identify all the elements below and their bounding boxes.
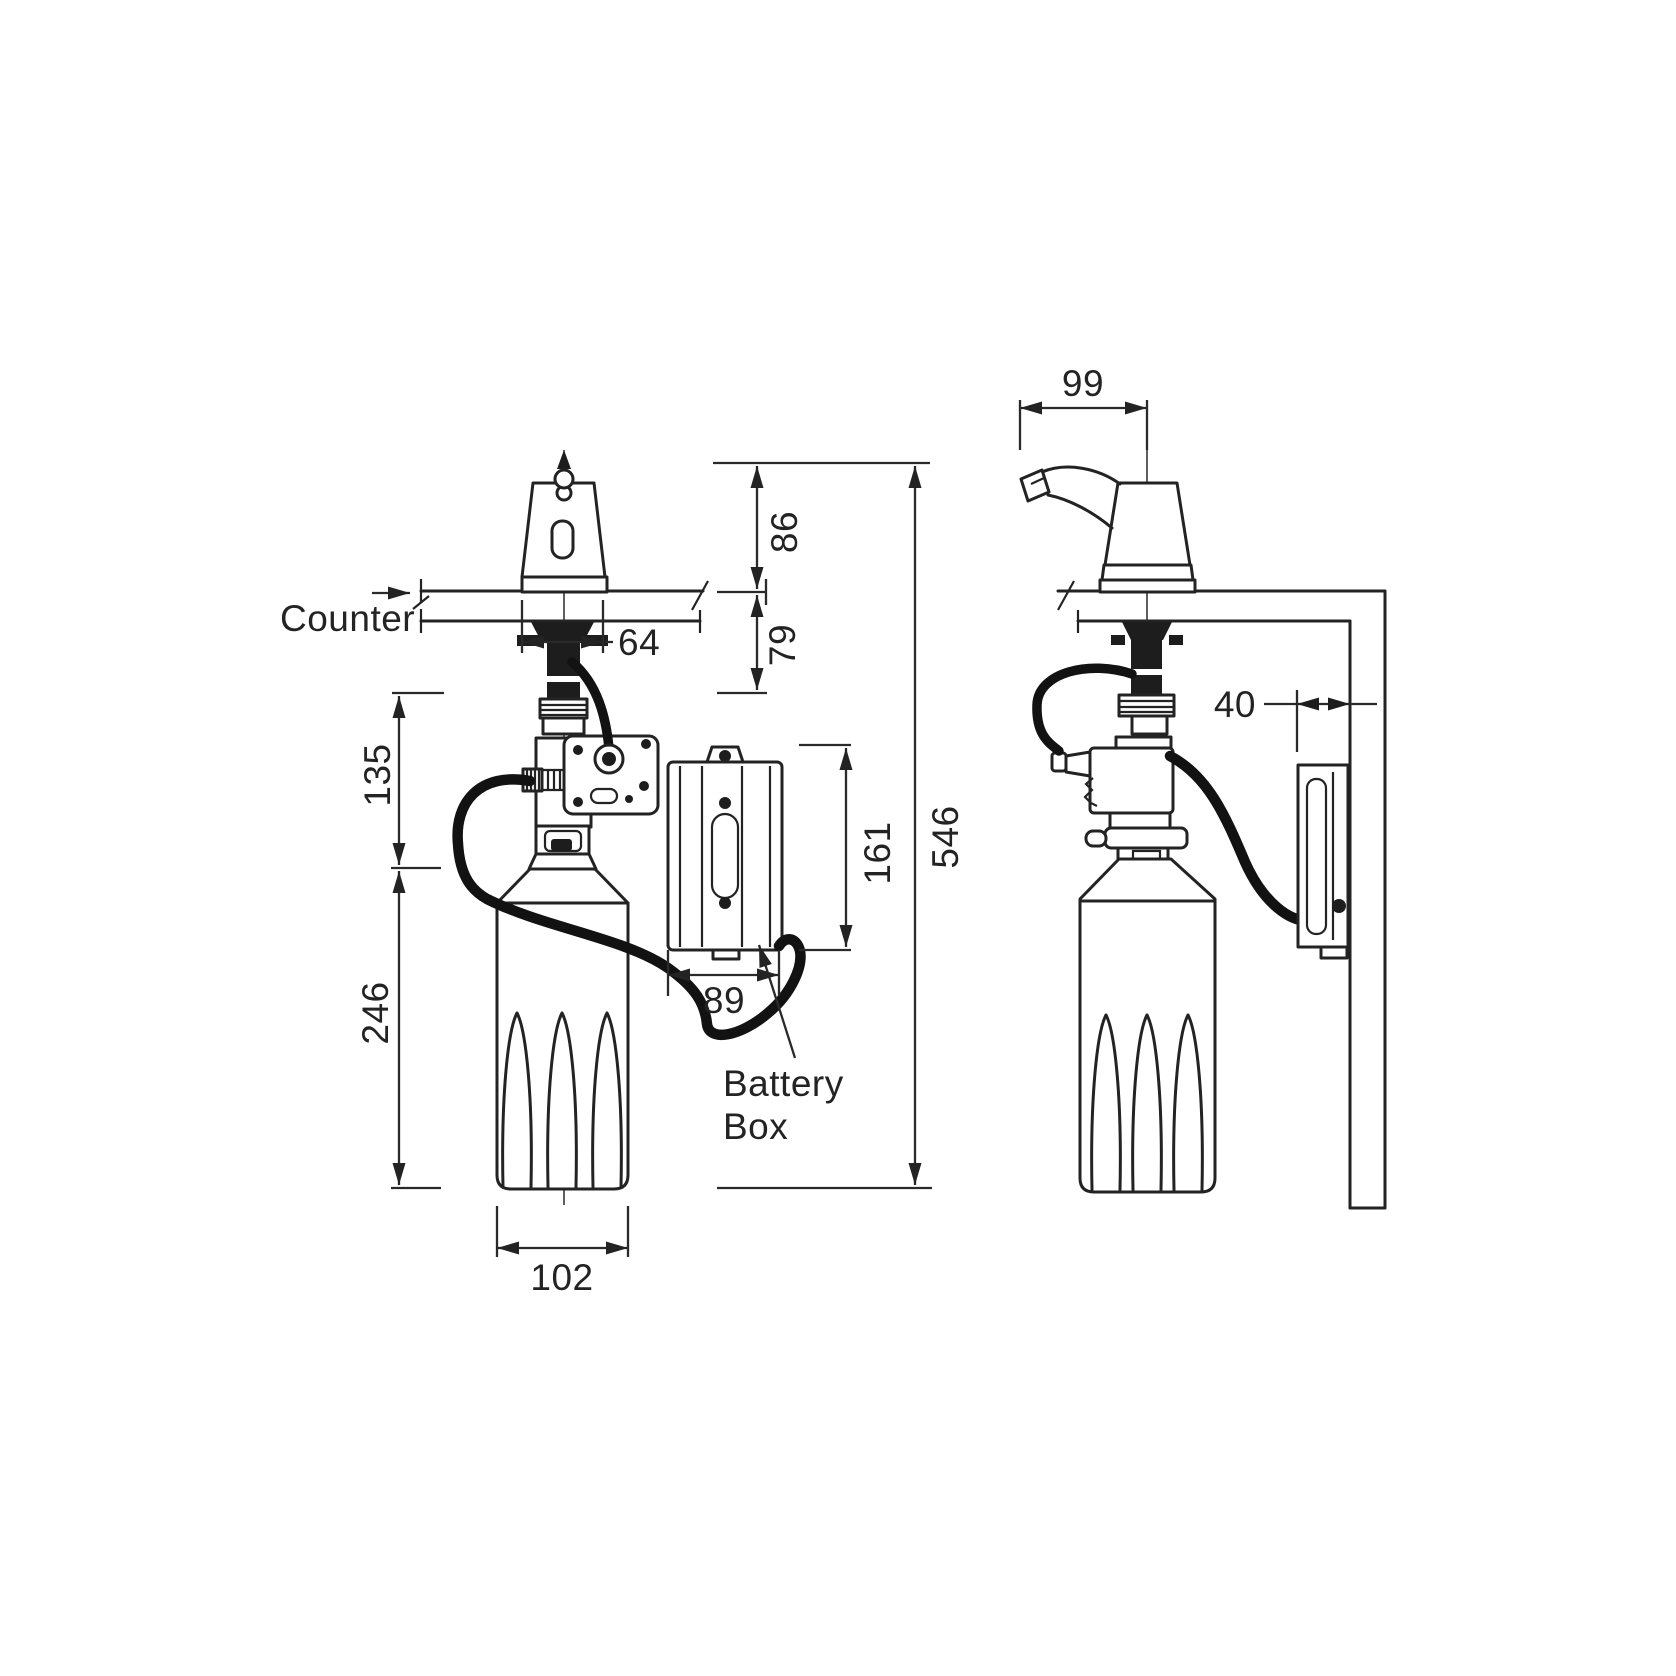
sensor-cable xyxy=(567,657,614,753)
counter-side xyxy=(1056,580,1387,1210)
bottle-flute xyxy=(1172,1013,1204,1192)
dim-40: 40 xyxy=(1214,684,1256,725)
bottle-flute xyxy=(1131,1013,1163,1192)
battery-box-label-line2: Box xyxy=(723,1106,788,1147)
spray-nozzle xyxy=(1064,750,1092,778)
spout-outlet xyxy=(1019,468,1051,503)
battery-box-side xyxy=(1296,763,1350,960)
soap-bottle-front xyxy=(495,824,630,1191)
side-view: 99 40 xyxy=(1018,363,1387,1210)
battery-box-label-group: Battery Box xyxy=(723,944,844,1147)
dim-161: 161 xyxy=(857,821,898,884)
battery-box-front xyxy=(666,745,784,961)
battery-box-leader-arrow xyxy=(757,944,797,1059)
sensor-cable-loop-side xyxy=(1032,663,1137,756)
bottle-flute xyxy=(546,1011,578,1189)
bottle-flute xyxy=(591,1011,623,1189)
dim-546: 546 xyxy=(925,805,966,868)
dim-89: 89 xyxy=(703,980,745,1021)
battery-box-label-line1: Battery xyxy=(723,1063,844,1104)
dispenser-head-side xyxy=(1019,465,1197,594)
under-counter-assembly-front xyxy=(517,622,660,829)
dispenser-head-front xyxy=(520,450,609,594)
soap-bottle-side xyxy=(1078,846,1217,1194)
dimensions-front: 86 79 546 135 246 64 102 xyxy=(355,461,966,1298)
bottle-flute xyxy=(1090,1013,1122,1192)
dim-135: 135 xyxy=(357,743,398,806)
dim-102: 102 xyxy=(530,1257,593,1298)
dimensions-side: 99 40 xyxy=(1018,363,1377,752)
sensor-window xyxy=(550,519,575,560)
dim-246: 246 xyxy=(355,981,396,1044)
dim-64: 64 xyxy=(618,622,660,663)
valve-body-side xyxy=(1088,746,1175,815)
dim-86: 86 xyxy=(764,511,805,553)
spout-side xyxy=(1040,465,1122,486)
cable-gland xyxy=(1332,899,1346,913)
bottle-flute xyxy=(501,1011,533,1189)
counter-label: Counter xyxy=(280,598,415,639)
counter-label-group: Counter xyxy=(280,586,415,639)
dim-99: 99 xyxy=(1062,363,1104,404)
dim-79: 79 xyxy=(762,624,803,666)
spout-tip-front xyxy=(557,450,571,469)
under-counter-assembly-side xyxy=(1050,622,1189,850)
front-view: Counter Battery Box 86 79 xyxy=(280,450,966,1298)
